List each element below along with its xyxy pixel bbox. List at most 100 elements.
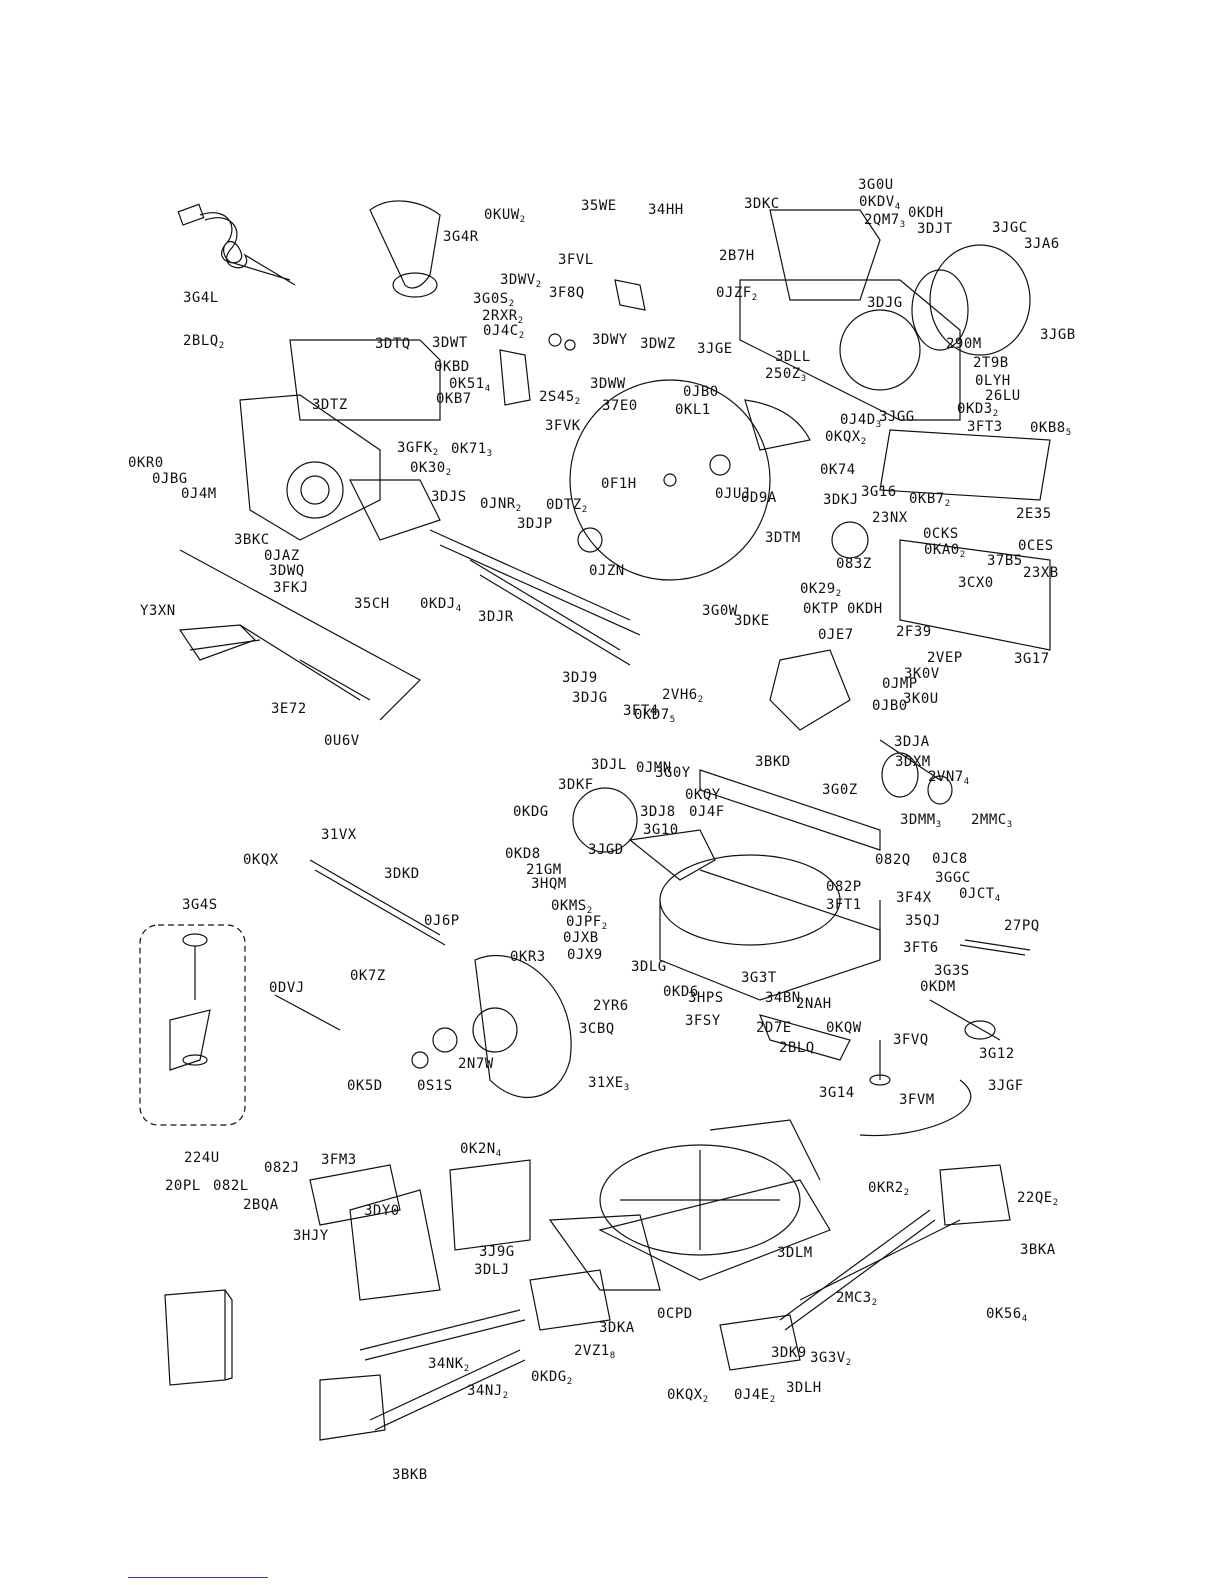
extension-rods-drawing (359, 1209, 961, 1431)
part-label: 3J9G (479, 1244, 515, 1260)
part-label: 3JGF (988, 1078, 1024, 1094)
part-label: 0K514 (449, 376, 491, 394)
part-label: 0JB0 (683, 384, 719, 400)
part-label: 0JNR2 (480, 496, 522, 514)
part-label: 0KD6 (663, 984, 699, 1000)
part-label: 250Z3 (765, 366, 807, 384)
part-label: 3DXM (895, 754, 931, 770)
part-label: 0KQX2 (667, 1387, 709, 1405)
part-label: 083Z (836, 556, 872, 572)
part-label: 3DWT (432, 335, 468, 351)
part-label: 3G3S (934, 963, 970, 979)
part-label: 3FT1 (826, 897, 862, 913)
part-label: 0CPD (657, 1306, 693, 1322)
part-label: 27PQ (1004, 918, 1040, 934)
part-label: 2NAH (796, 996, 832, 1012)
part-label: 0K564 (986, 1306, 1028, 1324)
part-label: 3FT4 (623, 703, 659, 719)
part-label: 3DWW (590, 376, 626, 392)
part-label: 3FVM (899, 1092, 935, 1108)
part-label: 3GFK2 (397, 440, 439, 458)
part-label: 0KMS2 (551, 898, 593, 916)
part-label: 0JBG (152, 471, 188, 487)
switch-parts-drawing (499, 279, 646, 406)
part-label: 3DWV2 (500, 272, 542, 290)
part-label: 3G0Z (822, 782, 858, 798)
pivot-rods-drawing (179, 529, 641, 721)
part-label: 0S1S (417, 1078, 453, 1094)
knob-box-drawing (139, 924, 246, 1126)
part-label: 3DWQ (269, 563, 305, 579)
part-label: 0DTZ2 (546, 497, 588, 515)
part-label: 3DKJ (823, 492, 859, 508)
part-label: 3DJS (431, 489, 467, 505)
part-label: 34NK2 (428, 1356, 470, 1374)
part-label: 3BKB (392, 1467, 428, 1483)
part-label: 3DTZ (312, 397, 348, 413)
part-label: 0KDV4 (859, 194, 901, 212)
part-label: 0JE7 (818, 627, 854, 643)
part-label: 2E35 (1016, 506, 1052, 522)
part-label: 3DWZ (640, 336, 676, 352)
part-label: 2YR6 (593, 998, 629, 1014)
part-label: 34HH (648, 202, 684, 218)
part-label: 0DVJ (269, 980, 305, 996)
part-label: 0KDG2 (531, 1369, 573, 1387)
part-label: 0K713 (451, 441, 493, 459)
part-label: 0KDH (847, 601, 883, 617)
part-label: 0KR0 (128, 455, 164, 471)
part-label: 0U6V (324, 733, 360, 749)
clamp-drawing (758, 999, 1001, 1137)
part-label: 0J4M (181, 486, 217, 502)
part-label: 0K292 (800, 581, 842, 599)
part-label: 2D7E (756, 1020, 792, 1036)
part-label: 20PL (165, 1178, 201, 1194)
footer-link-underline (128, 1577, 268, 1578)
part-label: 3F8Q (549, 285, 585, 301)
part-label: 3G0U (858, 177, 894, 193)
part-label: 3DJR (478, 609, 514, 625)
part-label: 35QJ (905, 913, 941, 929)
part-label: 0JZN (589, 563, 625, 579)
bevel-plate-drawing (831, 429, 1051, 651)
blade-guard-drawing (411, 955, 572, 1098)
part-label: 2QM73 (864, 212, 906, 230)
part-label: 3BKA (1020, 1242, 1056, 1258)
part-label: 0JUJ (715, 486, 751, 502)
part-label: 3BKC (234, 532, 270, 548)
part-label: 082Q (875, 852, 911, 868)
part-label: 0KD32 (957, 401, 999, 419)
part-label: 2BQA (243, 1197, 279, 1213)
part-label: 0K74 (820, 462, 856, 478)
part-label: 2VN74 (928, 769, 970, 787)
part-label: 0J4E2 (734, 1387, 776, 1405)
part-label: 3JGG (879, 409, 915, 425)
part-label: 3DK9 (771, 1345, 807, 1361)
part-label: 3JGD (588, 842, 624, 858)
part-label: 0D9A (741, 490, 777, 506)
part-label: 3FKJ (273, 580, 309, 596)
part-label: 0K302 (410, 460, 452, 478)
part-label: 0KBD (434, 359, 470, 375)
part-label: 3FVK (545, 418, 581, 434)
part-label: 34BN (765, 990, 801, 1006)
part-label: 3DTM (765, 530, 801, 546)
part-label: 3G10 (643, 822, 679, 838)
part-label: 0KB85 (1030, 420, 1072, 438)
part-label: Y3XN (140, 603, 176, 619)
part-label: 2VH62 (662, 687, 704, 705)
part-label: 2S452 (539, 389, 581, 407)
bevel-lever-drawing (959, 939, 1031, 956)
part-label: 0KQX (243, 852, 279, 868)
part-label: 3G17 (1014, 651, 1050, 667)
part-label: 3G0Y (655, 765, 691, 781)
part-label: 3DJ9 (562, 670, 598, 686)
part-label: 0KL1 (675, 402, 711, 418)
part-label: 3DLJ (474, 1262, 510, 1278)
part-label: 0J4C2 (483, 323, 525, 341)
part-label: 0JXB (563, 930, 599, 946)
part-label: 0KUW2 (484, 207, 526, 225)
part-label: 2VZ18 (574, 1343, 616, 1361)
part-label: 0JPF2 (566, 914, 608, 932)
part-label: 3FVQ (893, 1032, 929, 1048)
